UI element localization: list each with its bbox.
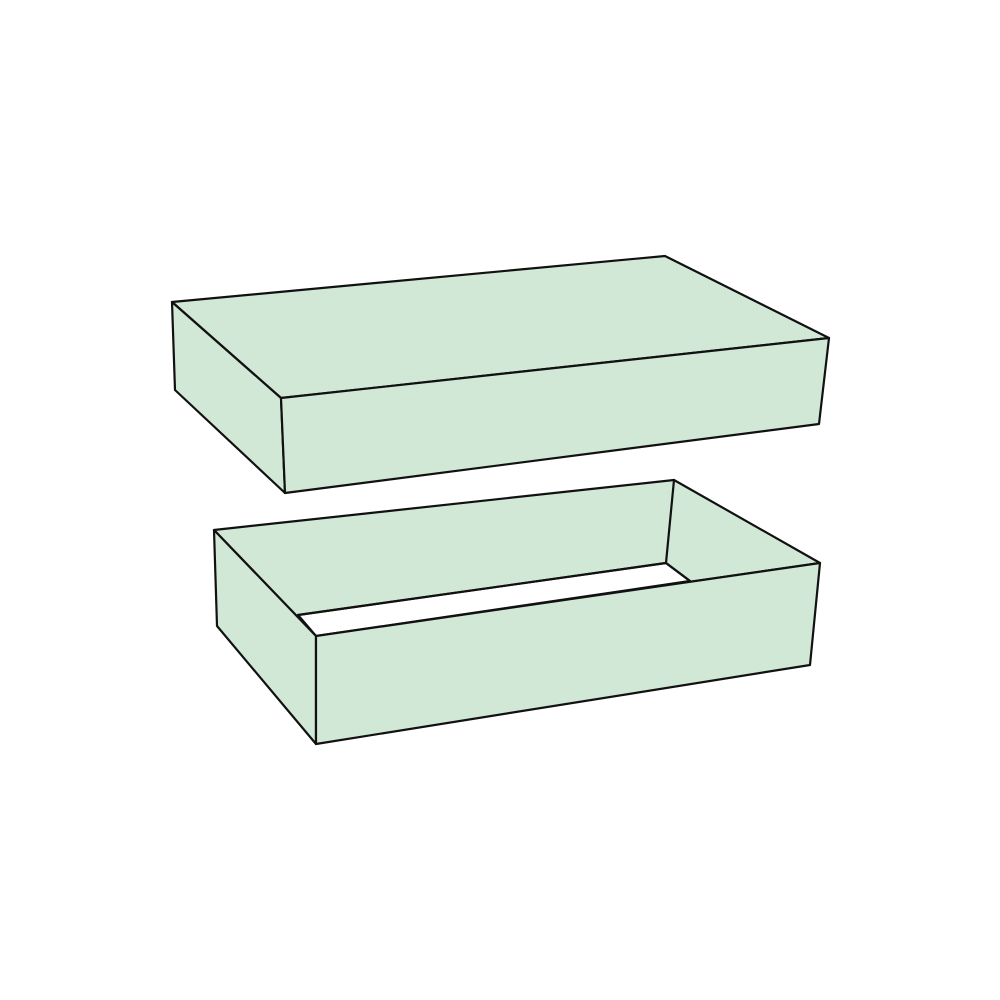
base [212,478,822,746]
lid [170,254,831,495]
base-inner-right-edge [664,561,692,583]
base-front-wall [314,561,822,746]
lid-front-face [279,336,831,495]
